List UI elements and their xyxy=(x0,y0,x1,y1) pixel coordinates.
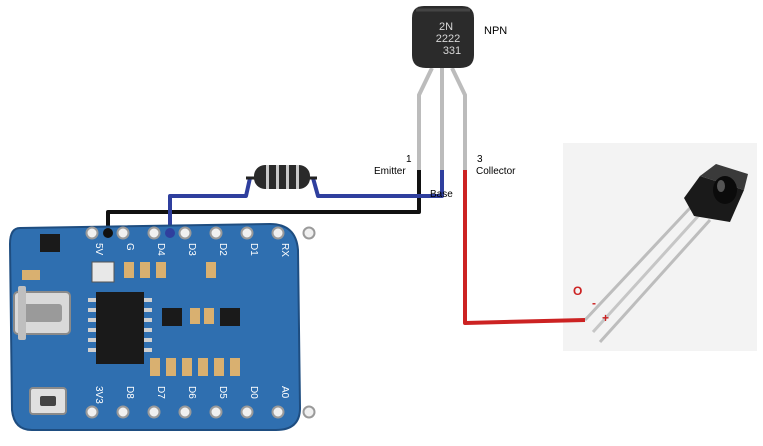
signal-wire-right xyxy=(311,95,444,198)
ir-leg-vcc xyxy=(598,218,712,344)
transistor-smd-2 xyxy=(220,308,240,326)
pin-label: D4 xyxy=(155,243,166,256)
smd-resistor xyxy=(124,262,134,278)
pin-hole xyxy=(147,405,161,419)
pin-label: 3V3 xyxy=(93,386,104,404)
pin-label: RX xyxy=(279,243,290,257)
pin-hole xyxy=(178,226,192,240)
ir-leg-gnd xyxy=(591,212,702,334)
transistor-body xyxy=(412,6,474,68)
pin-hole xyxy=(178,405,192,419)
pin-hole xyxy=(116,226,130,240)
output-wire xyxy=(463,95,586,325)
emitter-label: Emitter xyxy=(374,166,406,177)
collector-label: Collector xyxy=(476,166,516,177)
ir-gnd-label: - xyxy=(592,296,596,310)
pin-hole xyxy=(209,405,223,419)
ir-vcc-label: + xyxy=(602,311,609,325)
transistor-marking-line-1: 2N xyxy=(439,21,453,33)
pin-label: 5V xyxy=(93,243,104,256)
pin-hole xyxy=(271,226,285,240)
transistor-type-label: NPN xyxy=(484,25,507,37)
transistor-icon xyxy=(412,6,474,170)
smd-resistor xyxy=(156,262,166,278)
pin-hole xyxy=(271,405,285,419)
board-pcb xyxy=(10,224,300,430)
pin-hole xyxy=(302,226,316,240)
pin-label: D3 xyxy=(186,243,197,256)
ir-receiver xyxy=(563,143,757,351)
smd-resistor xyxy=(214,358,224,376)
smd-resistor xyxy=(182,358,192,376)
pin-hole xyxy=(85,226,99,240)
pin-label: A0 xyxy=(279,386,290,399)
pin-hole xyxy=(240,226,254,240)
smd-resistor xyxy=(198,358,208,376)
pin-label: D1 xyxy=(248,243,259,256)
collector-pin-number: 3 xyxy=(477,154,483,165)
transistor-marking-line-2: 2222 xyxy=(436,33,460,45)
ground-wire xyxy=(106,95,421,232)
transistor-collector-leg xyxy=(450,67,467,170)
top-pin-row xyxy=(85,226,316,240)
emitter-pin-number: 1 xyxy=(406,154,412,165)
smd-resistor xyxy=(22,270,40,280)
signal-wire-left xyxy=(168,177,252,233)
transistor-smd xyxy=(162,308,182,326)
pin-label: G xyxy=(124,243,135,251)
resistor-icon xyxy=(246,165,317,189)
microcontroller-board: 5V G D4 D3 D2 D1 RX TX 3V3 D8 D7 D6 D5 D0 A0 RST xyxy=(8,222,321,431)
ir-receiver-icon xyxy=(684,164,748,222)
top-pin-labels: 5V G D4 D3 D2 D1 RX TX xyxy=(93,243,321,257)
smd-resistor xyxy=(230,358,240,376)
bottom-pin-row xyxy=(85,405,316,419)
pin-hole xyxy=(209,226,223,240)
bottom-pin-labels: 3V3 D8 D7 D6 D5 D0 A0 RST xyxy=(93,386,321,406)
pin-label: D0 xyxy=(248,386,259,399)
pin-hole xyxy=(147,226,161,240)
smd-resistor xyxy=(190,308,200,324)
usb-port-icon xyxy=(13,286,71,340)
transistor-emitter-leg xyxy=(417,67,434,170)
ir-leg-out xyxy=(583,206,692,322)
smd-resistor xyxy=(206,262,216,278)
smd-resistor xyxy=(140,262,150,278)
ground-wire-end xyxy=(103,228,113,238)
smd-resistor xyxy=(166,358,176,376)
pin-hole xyxy=(302,405,316,419)
pin-label: TX xyxy=(310,243,321,256)
pin-label: D5 xyxy=(217,386,228,399)
smd-resistor xyxy=(150,358,160,376)
transistor-marking-line-3: 331 xyxy=(443,45,461,57)
base-label: Base xyxy=(430,189,453,200)
chip-icon xyxy=(88,292,152,364)
pin-label: D6 xyxy=(186,386,197,399)
pin-hole xyxy=(240,405,254,419)
capacitor xyxy=(91,261,115,283)
pin-hole xyxy=(116,405,130,419)
pin-label: D7 xyxy=(155,386,166,399)
smd-resistor xyxy=(204,308,214,324)
pin-label: RST xyxy=(310,386,321,406)
signal-wire-end xyxy=(165,228,175,238)
ir-out-label: O xyxy=(573,284,582,298)
pin-label: D2 xyxy=(217,243,228,256)
pin-label: D8 xyxy=(124,386,135,399)
pin-hole xyxy=(85,405,99,419)
regulator xyxy=(40,234,60,252)
